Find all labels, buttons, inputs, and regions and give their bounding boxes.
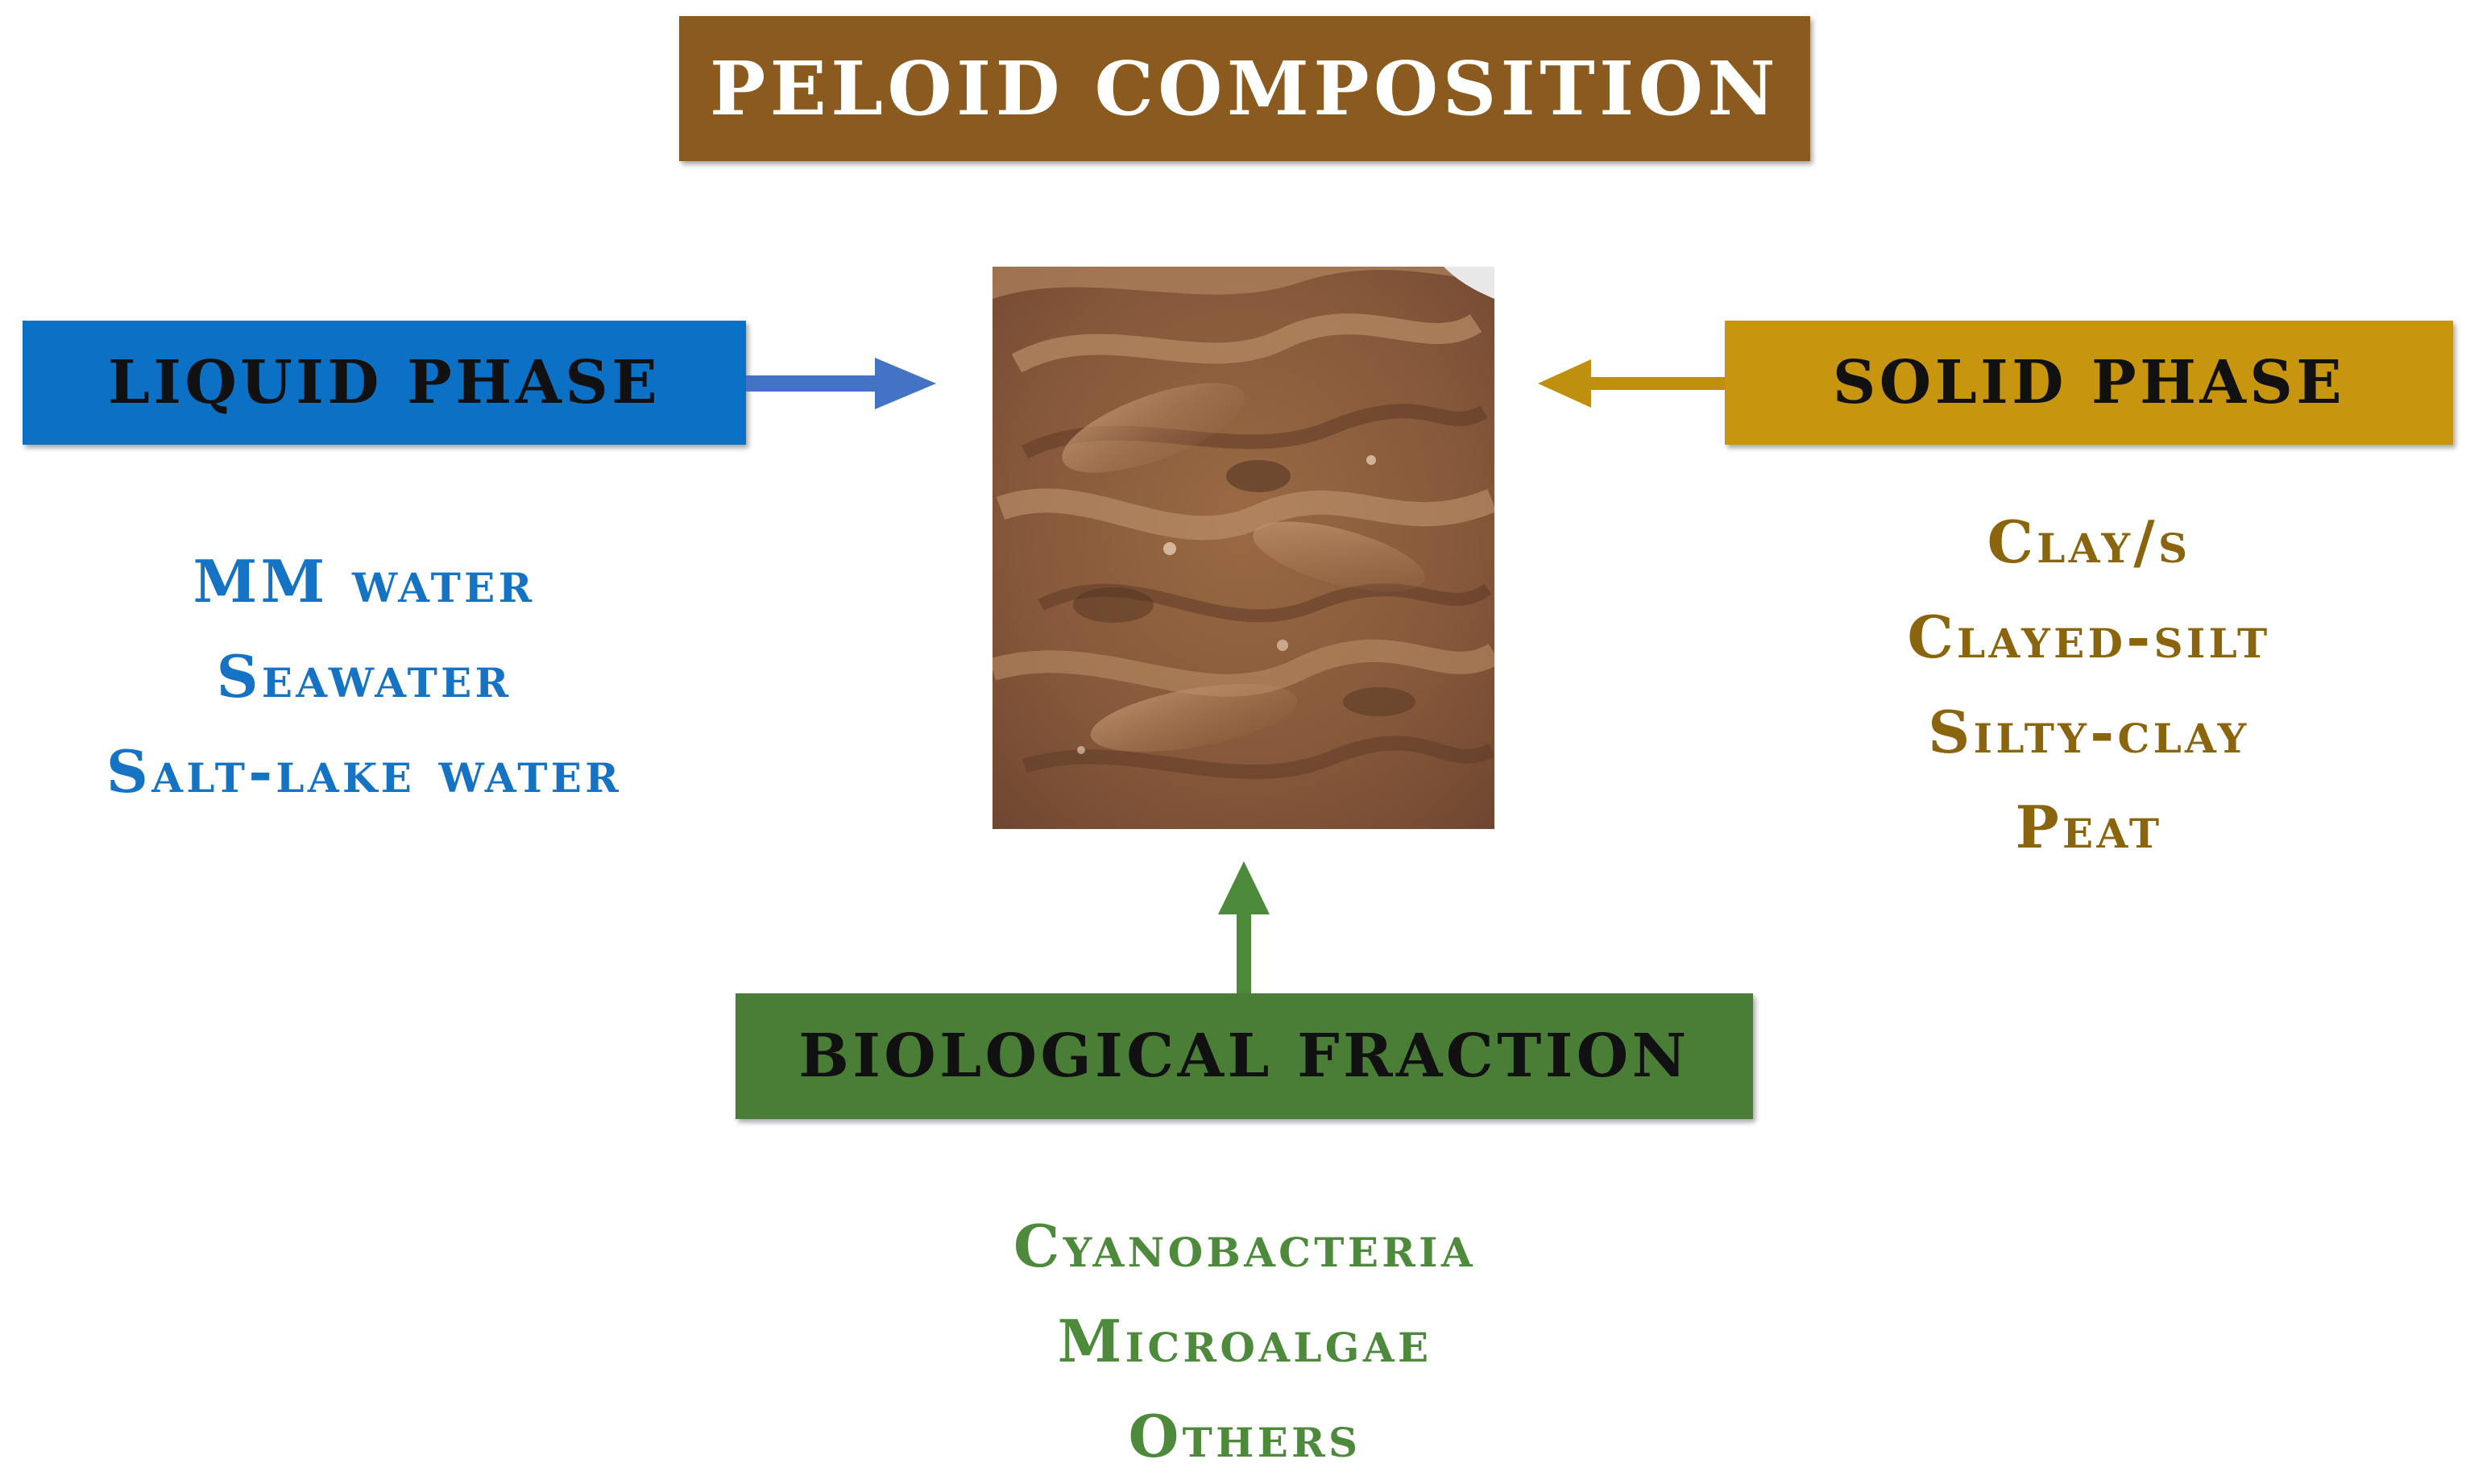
list-item: Microalgae [1057,1307,1432,1375]
diagram-title: PELOID COMPOSITION [709,45,1780,132]
peloid-mud-image [993,267,1494,829]
list-item: Cyanobacteria [1013,1212,1476,1280]
list-item: Clay/s [1987,508,2191,576]
list-item: Peat [2015,793,2163,861]
biological-fraction-list: Cyanobacteria Microalgae Others [679,1199,1810,1484]
liquid-arrow-right-icon [746,358,936,409]
solid-phase-box: SOLID PHASE [1725,321,2453,445]
biological-fraction-box: BIOLOGICAL FRACTION [736,993,1753,1119]
solid-phase-label: SOLID PHASE [1832,348,2346,417]
list-item: Seawater [216,642,512,711]
title-box: PELOID COMPOSITION [679,16,1810,161]
list-item: Clayed-silt [1907,603,2271,671]
list-item: Salt-lake water [106,737,623,806]
solid-arrow-left-icon [1538,359,1725,408]
list-item: MM water [193,547,536,616]
liquid-phase-box: LIQUID PHASE [23,321,746,445]
biological-fraction-label: BIOLOGICAL FRACTION [798,1022,1690,1091]
biological-arrow-up-icon [1218,861,1270,997]
liquid-phase-label: LIQUID PHASE [107,348,661,417]
solid-phase-list: Clay/s Clayed-silt Silty-clay Peat [1725,495,2453,875]
list-item: Others [1128,1402,1361,1470]
liquid-phase-list: MM water Seawater Salt-lake water [0,534,728,819]
list-item: Silty-clay [1928,698,2250,766]
